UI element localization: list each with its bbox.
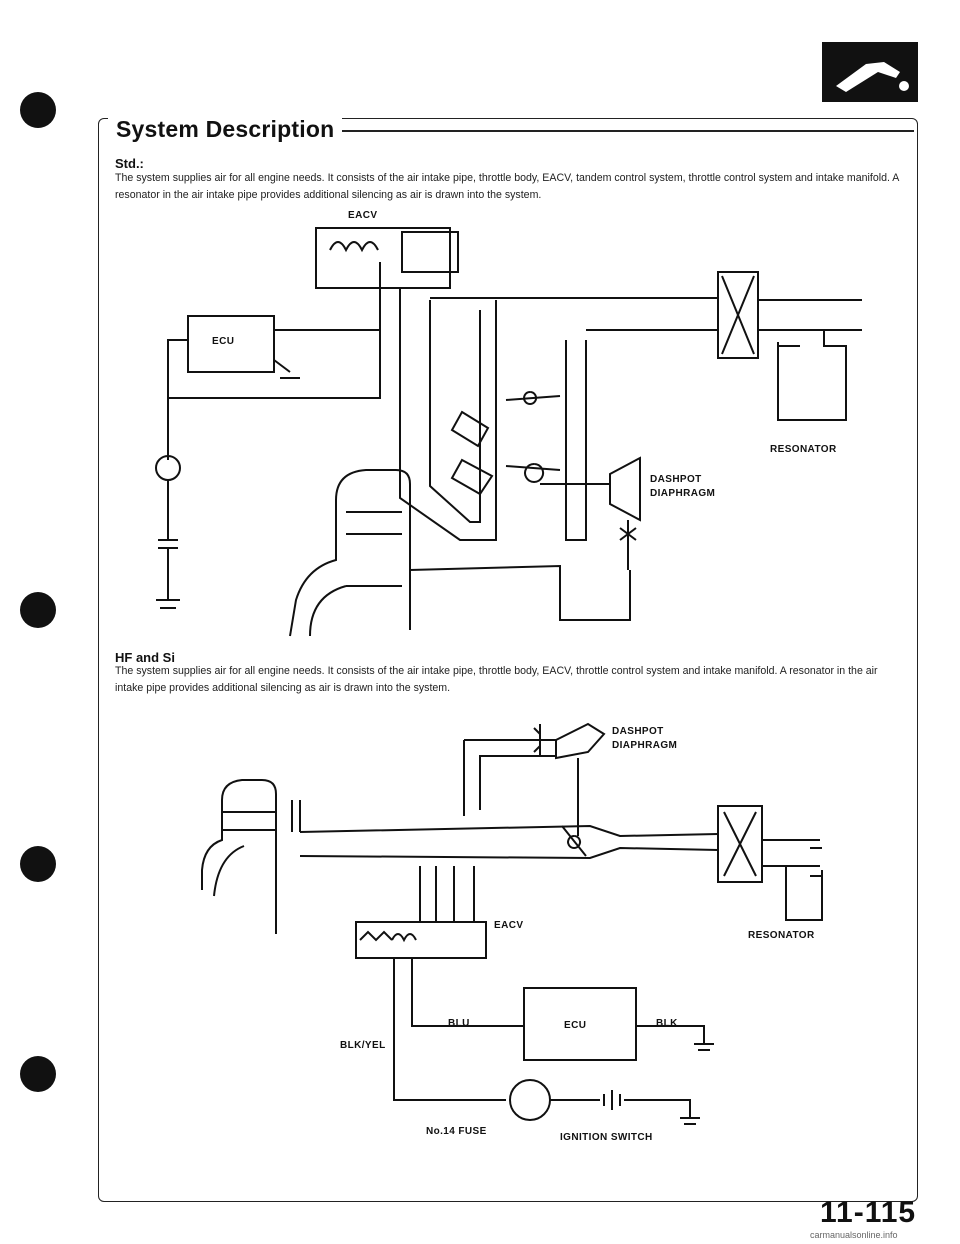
page-number: 11-115	[820, 1196, 917, 1229]
std-eacv-label: EACV	[348, 210, 378, 221]
title-rule	[330, 130, 914, 132]
hf-ecu-label: ECU	[564, 1020, 587, 1031]
hf-diaphragm-label: DIAPHRAGM	[612, 740, 678, 751]
hf-blk-wire-label: BLK	[656, 1018, 678, 1029]
hf-heading: HF and Si	[115, 650, 175, 665]
std-dashpot-label: DASHPOT	[650, 474, 702, 485]
page-title: System Description	[108, 116, 343, 143]
hf-ignition-switch-label: IGNITION SWITCH	[560, 1132, 653, 1143]
std-ecu-label: ECU	[212, 336, 235, 347]
fuel-system-icon	[822, 42, 918, 102]
std-description: The system supplies air for all engine n…	[115, 172, 899, 201]
hf-eacv-label: EACV	[494, 920, 524, 931]
hf-blk-yel-wire-label: BLK/YEL	[340, 1040, 386, 1051]
hf-fuse-label: No.14 FUSE	[426, 1126, 487, 1137]
hf-blu-wire-label: BLU	[448, 1018, 470, 1029]
hf-resonator-label: RESONATOR	[748, 930, 815, 941]
std-heading: Std.:	[115, 156, 144, 171]
hf-dashpot-label: DASHPOT	[612, 726, 664, 737]
binder-hole	[20, 1056, 56, 1092]
std-resonator-label: RESONATOR	[770, 444, 837, 455]
footer-watermark: carmanualsonline.info	[810, 1230, 898, 1240]
content-frame	[98, 118, 918, 1202]
binder-hole	[20, 92, 56, 128]
binder-hole	[20, 846, 56, 882]
binder-hole	[20, 592, 56, 628]
std-diaphragm-label: DIAPHRAGM	[650, 488, 716, 499]
hf-description: The system supplies air for all engine n…	[115, 665, 878, 694]
